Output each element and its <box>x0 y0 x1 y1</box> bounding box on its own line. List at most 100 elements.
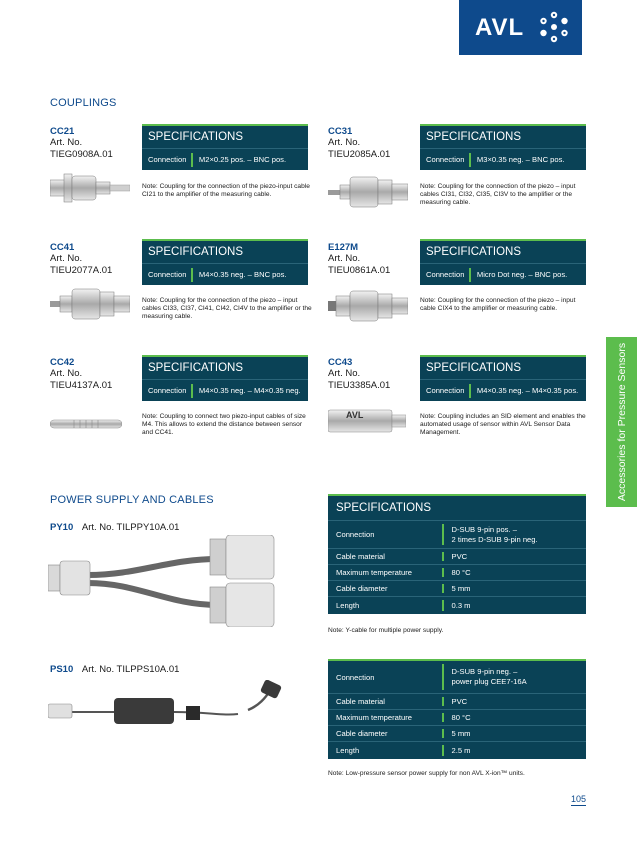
note-cc43: Note: Coupling includes an SID element a… <box>420 413 586 436</box>
note-cc21: Note: Coupling for the connection of the… <box>142 183 310 198</box>
art-label: Art. No. <box>50 253 83 264</box>
divider <box>442 745 444 756</box>
logo-text: AVL <box>475 13 525 41</box>
spec-label: Connection <box>148 386 187 395</box>
note-cc42: Note: Coupling to connect two piezo-inpu… <box>142 413 306 436</box>
row-value: 80 °C <box>451 567 471 577</box>
row-label: Cable diameter <box>336 584 388 593</box>
spec-label: Connection <box>426 155 465 164</box>
art-number: TIEU4137A.01 <box>50 380 113 391</box>
spec-label: Connection <box>148 270 187 279</box>
divider <box>442 524 444 545</box>
note-cc41: Note: Coupling for the connection of the… <box>142 297 312 320</box>
art-number: TIEU0861A.01 <box>328 265 391 276</box>
value-line: D-SUB 9-pin neg. – <box>451 667 518 676</box>
spec-row: Connection M2×0.25 pos. – BNC pos. <box>142 148 308 170</box>
row-label: Length <box>336 746 360 755</box>
table-row: Connection D-SUB 9-pin neg. –power plug … <box>328 661 586 693</box>
row-value: D-SUB 9-pin pos. –2 times D-SUB 9-pin ne… <box>444 521 587 548</box>
product-code: PY10 <box>50 522 74 533</box>
spec-value: M4×0.35 neg. – M4×0.35 neg. <box>198 386 301 395</box>
side-tab-label: Accessories for Pressure Sensors <box>615 342 628 502</box>
spec-row: Connection M4×0.35 neg. – M4×0.35 pos. <box>420 379 586 401</box>
row-label: Connection <box>336 672 375 682</box>
row-value: 5 mm <box>451 583 471 593</box>
spec-row: Connection M3×0.35 neg. – BNC pos. <box>420 148 586 170</box>
spec-box-cc41: SPECIFICATIONS Connection M4×0.35 neg. –… <box>142 239 308 285</box>
spec-box-cc31: SPECIFICATIONS Connection M3×0.35 neg. –… <box>420 124 586 170</box>
ps10-power-supply-image <box>48 680 282 724</box>
product-code: CC21 <box>50 126 75 137</box>
spec-box-cc43: SPECIFICATIONS Connection M4×0.35 neg. –… <box>420 355 586 401</box>
product-ps10: PS10 Art. No. TILPPS10A.01 <box>50 664 179 675</box>
art-label: Art. No. <box>328 368 361 379</box>
divider <box>469 152 471 167</box>
divider <box>442 729 444 738</box>
table-row: Length 2.5 m <box>328 741 586 759</box>
spec-value: M4×0.35 neg. – BNC pos. <box>198 270 287 279</box>
spec-box-cc42: SPECIFICATIONS Connection M4×0.35 neg. –… <box>142 355 308 401</box>
product-code: CC43 <box>328 357 353 368</box>
divider <box>442 568 444 577</box>
divider <box>442 713 444 722</box>
value-line: power plug CEE7-16A <box>451 677 527 686</box>
spec-label: Connection <box>426 270 465 279</box>
art-label: Art. No. <box>328 253 361 264</box>
cc42-coupling-image <box>50 419 122 429</box>
cc31-coupling-image <box>328 176 408 208</box>
spec-title: SPECIFICATIONS <box>420 124 586 148</box>
cc21-coupling-image <box>50 173 130 203</box>
avl-logo: AVL <box>459 0 582 55</box>
spec-row: Connection Micro Dot neg. – BNC pos. <box>420 263 586 285</box>
product-cc31: CC31 Art. No. TIEU2085A.01 <box>328 126 390 161</box>
product-code: PS10 <box>50 664 74 675</box>
page-number: 105 <box>571 794 587 806</box>
product-cc42: CC42 Art. No. TIEU4137A.01 <box>50 357 112 392</box>
value-line: 2 times D-SUB 9-pin neg. <box>451 534 538 544</box>
table-row: Length 0.3 m <box>328 596 586 614</box>
py10-spec-table: SPECIFICATIONS Connection D-SUB 9-pin po… <box>328 494 586 614</box>
table-row: Cable material PVC <box>328 548 586 564</box>
spec-value: M3×0.35 neg. – BNC pos. <box>476 155 565 164</box>
row-value: 5 mm <box>451 728 471 738</box>
spec-title: SPECIFICATIONS <box>328 494 586 520</box>
spec-label: Connection <box>148 155 187 164</box>
spec-title: SPECIFICATIONS <box>142 124 308 148</box>
product-cc43: CC43 Art. No. TIEU3385A.01 <box>328 357 390 392</box>
cc43-avl-label: AVL <box>346 410 364 420</box>
divider <box>469 267 471 282</box>
divider <box>442 600 444 611</box>
cc41-coupling-image <box>50 288 130 320</box>
art-label: Art. No. <box>328 137 361 148</box>
divider <box>442 552 444 561</box>
art-number: TIEU2085A.01 <box>328 149 391 160</box>
py10-cable-image <box>48 535 275 627</box>
spec-box-cc21: SPECIFICATIONS Connection M2×0.25 pos. –… <box>142 124 308 170</box>
art-label: Art. No. <box>50 368 83 379</box>
table-row: Connection D-SUB 9-pin pos. –2 times D-S… <box>328 520 586 548</box>
row-label: Connection <box>336 530 375 539</box>
row-value: PVC <box>451 551 468 561</box>
e127m-coupling-image <box>328 290 408 322</box>
product-py10: PY10 Art. No. TILPPY10A.01 <box>50 522 179 533</box>
power-heading: POWER SUPPLY AND CABLES <box>50 494 214 506</box>
divider <box>191 267 193 282</box>
product-code: E127M <box>328 242 359 253</box>
product-code: CC42 <box>50 357 75 368</box>
art-number: TIEG0908A.01 <box>50 149 113 160</box>
product-cc41: CC41 Art. No. TIEU2077A.01 <box>50 242 112 277</box>
side-category-tab: Accessories for Pressure Sensors <box>606 337 637 507</box>
row-label: Length <box>336 601 360 610</box>
row-value: 2.5 m <box>451 745 471 755</box>
table-row: Cable material PVC <box>328 693 586 709</box>
art-number: Art. No. TILPPY10A.01 <box>81 522 180 533</box>
product-e127m: E127M Art. No. TIEU0861A.01 <box>328 242 390 277</box>
art-number: TIEU2077A.01 <box>50 265 113 276</box>
note-cc31: Note: Coupling for the connection of the… <box>420 183 576 206</box>
divider <box>469 383 471 398</box>
ps10-spec-table: Connection D-SUB 9-pin neg. –power plug … <box>328 659 586 759</box>
row-label: Maximum temperature <box>336 568 412 577</box>
divider <box>442 664 444 690</box>
couplings-heading: COUPLINGS <box>50 97 117 109</box>
row-label: Cable material <box>336 552 385 561</box>
